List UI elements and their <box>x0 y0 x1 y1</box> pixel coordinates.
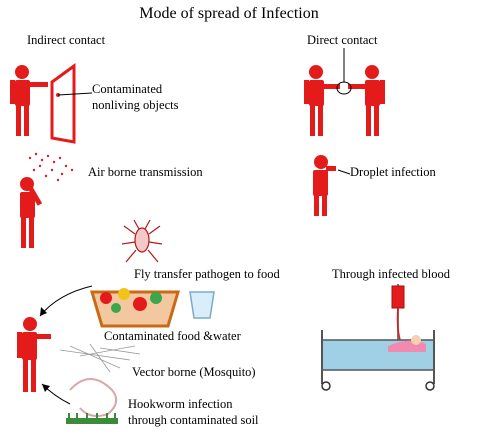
fly-insect-icon <box>121 219 163 263</box>
indirect-contact-heading: Indirect contact <box>27 33 106 47</box>
door-icon <box>50 63 76 144</box>
person-figure-icon <box>17 317 51 392</box>
vector-borne-label: Vector borne (Mosquito) <box>132 365 256 379</box>
fly-transfer-label: Fly transfer pathogen to food <box>134 267 281 281</box>
cough-icon <box>313 155 336 216</box>
soil-icon <box>66 413 118 424</box>
food-basket-icon <box>89 288 181 328</box>
arrow-head <box>42 384 50 392</box>
hookworm-label-line2: through contaminated soil <box>128 413 259 427</box>
pointer-line <box>337 169 351 175</box>
infected-blood-label: Through infected blood <box>332 267 451 281</box>
contaminated-food-label: Contaminated food &water <box>104 329 242 343</box>
droplet-label: Droplet infection <box>350 165 436 179</box>
hookworm-icon <box>69 378 118 417</box>
person-figure-icon <box>304 65 340 136</box>
arrow-head <box>40 307 47 316</box>
pointer-line <box>57 92 93 96</box>
water-glass-icon <box>189 291 215 319</box>
person-figure-icon <box>10 65 48 136</box>
person-figure-icon <box>20 177 43 248</box>
direct-contact-heading: Direct contact <box>307 33 378 47</box>
diagram-title: Mode of spread of Infection <box>139 5 319 22</box>
air-borne-label: Air borne transmission <box>88 165 203 179</box>
contaminated-label-line1: Contaminated <box>92 82 163 96</box>
contaminated-label-line2: nonliving objects <box>92 98 179 112</box>
hookworm-label-line1: Hookworm infection <box>128 397 233 411</box>
hospital-bed-icon <box>321 330 435 391</box>
arrow-food-to-person <box>39 285 93 317</box>
person-figure-icon <box>348 65 385 136</box>
spray-droplets-icon <box>28 152 74 182</box>
mosquito-icon <box>59 343 141 373</box>
